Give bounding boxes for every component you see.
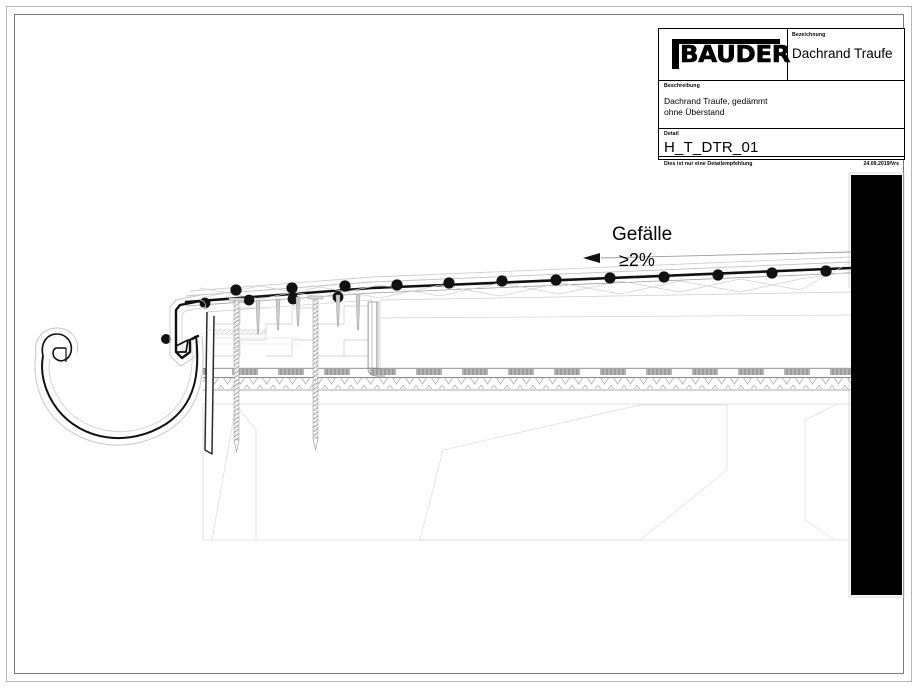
titleblock-row-designation: BAUDER Bezeichnung Dachrand Traufe — [659, 29, 904, 81]
footer-date: 24.09.2019/Vrs — [863, 161, 899, 167]
titleblock-row-detail: Detail H_T_DTR_01 — [659, 129, 904, 157]
beschreibung-line-1: Dachrand Traufe, gedämmt — [664, 95, 768, 106]
footer-note: Dies ist nur eine Detailempfehlung — [664, 161, 753, 167]
logo-bar-left — [672, 39, 679, 69]
titleblock-row-description: Beschreibung Dachrand Traufe, gedämmt oh… — [659, 81, 904, 129]
titleblock-row-footer: Dies ist nur eine Detailempfehlung 24.09… — [659, 157, 904, 175]
bauder-logo: BAUDER — [666, 37, 791, 73]
bezeichnung-label: Bezeichnung — [792, 32, 826, 38]
titleblock: BAUDER Bezeichnung Dachrand Traufe Besch… — [658, 28, 905, 167]
beschreibung-line-2: ohne Überstand — [664, 107, 725, 118]
logo-bar-top — [672, 39, 780, 44]
sheet-border-outer — [6, 6, 912, 682]
logo-wordmark: BAUDER — [680, 42, 791, 68]
titleblock-divider — [787, 29, 788, 81]
beschreibung-label: Beschreibung — [664, 83, 700, 89]
detail-label: Detail — [664, 131, 679, 137]
bezeichnung-value: Dachrand Traufe — [792, 45, 893, 61]
detail-value: H_T_DTR_01 — [664, 138, 759, 156]
